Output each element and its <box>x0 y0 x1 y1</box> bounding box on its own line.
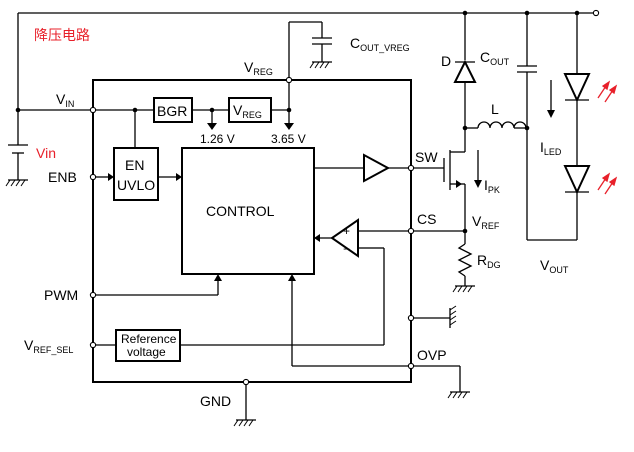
cs-comparator <box>330 218 359 258</box>
v126-label: 1.26 V <box>200 132 235 146</box>
control-block <box>181 147 315 275</box>
vin-pin-label: VIN <box>56 91 74 109</box>
cout-capacitor <box>517 13 537 240</box>
mosfet-switch <box>413 128 466 231</box>
vref-label: VREF <box>472 213 500 231</box>
supply-rail <box>18 9 600 17</box>
sw-pin-label: SW <box>415 149 438 165</box>
en-uvlo-block <box>113 147 159 201</box>
diode <box>453 13 477 131</box>
v365-label: 3.65 V <box>271 132 306 146</box>
iled-label: ILED <box>540 139 562 157</box>
vout-label: VOUT <box>540 257 569 275</box>
reference-label-line1: Reference <box>121 332 177 346</box>
led-string <box>527 13 591 241</box>
ovp-pin-label: OVP <box>417 347 447 363</box>
input-source <box>5 13 28 187</box>
inductor <box>465 121 530 131</box>
uvlo-label: UVLO <box>117 177 155 193</box>
ic-ground <box>233 384 256 427</box>
internal-vin-bus <box>95 107 154 148</box>
cout-vreg-label: COUT_VREG <box>350 35 410 53</box>
vref-sel-pin-label: VREF_SEL <box>24 337 73 355</box>
pad-ground <box>413 305 457 328</box>
vreg-pin-label: VREG <box>244 59 273 77</box>
rdg-label: RDG <box>477 252 501 270</box>
reference-label-line2: voltage <box>127 345 166 359</box>
led-light-rays <box>597 80 618 195</box>
en-label: EN <box>125 157 144 173</box>
vreg-block-label: VREG <box>233 102 262 120</box>
cout-label: COUT <box>480 49 510 67</box>
pwm-pin-label: PWM <box>44 287 78 303</box>
comparator-minus: − <box>343 242 350 256</box>
enb-pin-label: ENB <box>48 169 77 185</box>
diode-label: D <box>441 53 451 69</box>
ipk-label: IPK <box>484 177 500 195</box>
bgr-label: BGR <box>157 103 187 119</box>
sense-resistor <box>413 228 475 293</box>
control-label: CONTROL <box>206 203 275 219</box>
gnd-pin-label: GND <box>200 393 231 409</box>
comparator-plus: + <box>343 224 350 238</box>
cs-pin-label: CS <box>417 211 436 227</box>
sw-driver-buffer <box>363 153 391 183</box>
ovp-ground <box>413 365 470 399</box>
inductor-label: L <box>491 101 499 117</box>
buck-circuit-title: 降压电路 <box>34 27 90 43</box>
vin-source-label: Vin <box>36 145 56 161</box>
cout-vreg-capacitor <box>288 21 332 78</box>
